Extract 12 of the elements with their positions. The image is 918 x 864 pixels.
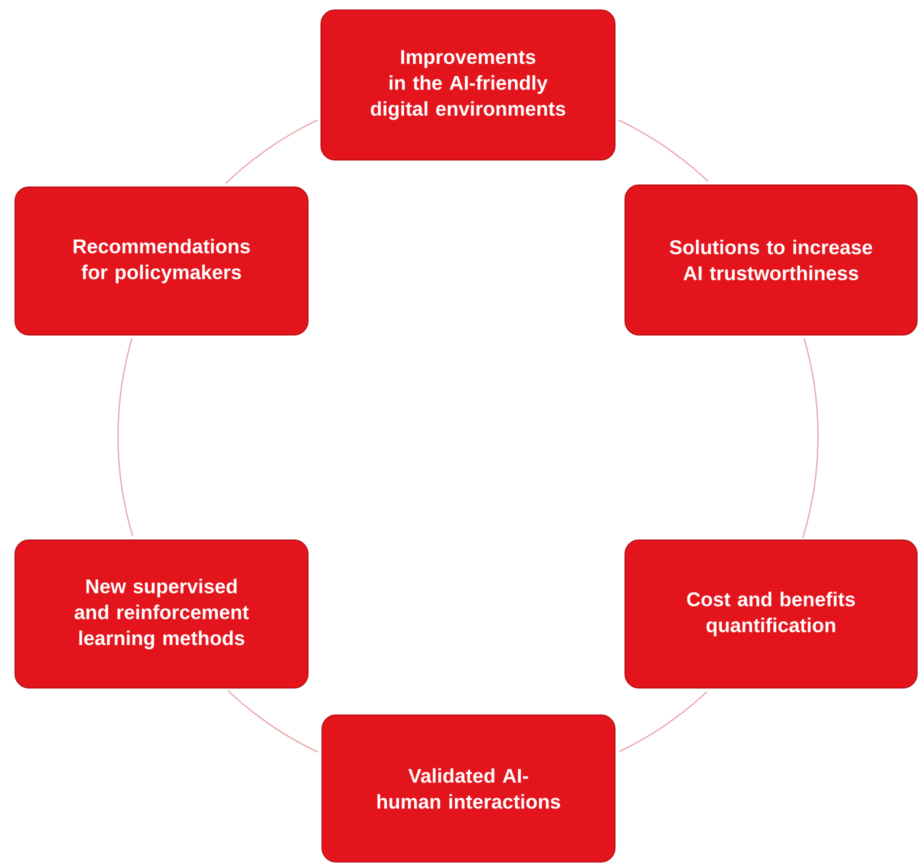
process-box: Solutions to increase AI trustworthiness [624,184,918,336]
connector-arc [618,120,709,182]
process-box: Validated AI-human interactions [322,714,616,862]
connector-arc [618,691,708,752]
connector-arc [802,338,819,538]
process-box: Cost and benefits quantification [624,540,918,688]
process-box: Recommendations for policymakers [14,186,308,336]
process-box: Improvements in the AI-friendly digital environments [320,10,616,160]
connector-arc [227,690,318,753]
connector-arc [117,338,134,536]
connector-arc [226,120,318,184]
process-box: New supervised and reinforcement learning methods [14,540,308,688]
